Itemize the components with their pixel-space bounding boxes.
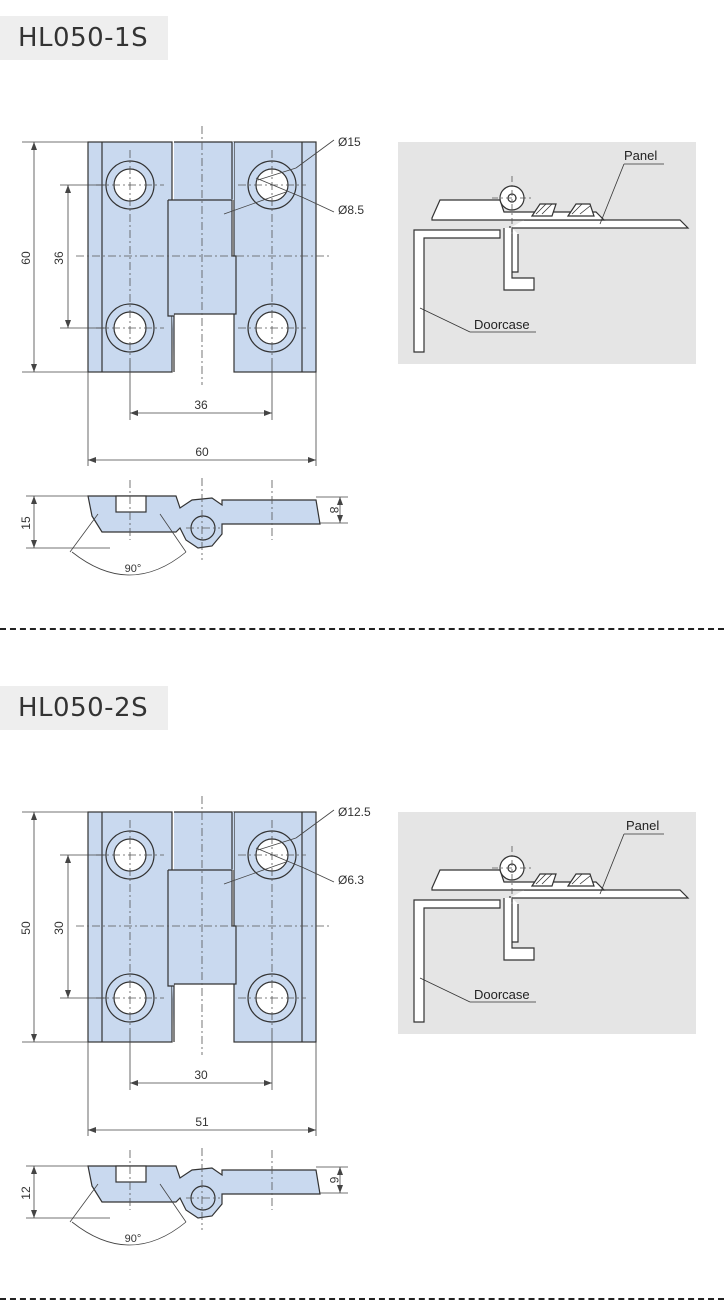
dim-hole-dia: Ø8.5 <box>338 203 364 217</box>
dim-hole-dia: Ø6.3 <box>338 873 364 887</box>
dim-hole-pitch-h: 30 <box>194 1068 208 1082</box>
installation-diagram: Panel Doorcase <box>398 812 696 1034</box>
dim-hole-pitch-h: 36 <box>194 398 208 412</box>
dim-angle: 90° <box>125 1233 142 1245</box>
section-hl050-1s: HL050-1S <box>0 0 724 630</box>
panel-label: Panel <box>626 818 659 833</box>
dim-hole-pitch-v: 36 <box>52 251 66 265</box>
dim-leaf-thickness: 8 <box>327 507 341 514</box>
dim-width: 51 <box>195 1115 209 1129</box>
dim-outer-dia: Ø12.5 <box>338 805 371 819</box>
installation-diagram: Panel Doorcase <box>398 142 696 364</box>
technical-drawing: 50 30 30 51 Ø12.5 Ø6.3 12 6 90° <box>19 796 696 1246</box>
technical-drawing: 60 36 36 60 Ø15 Ø8.5 15 8 90° <box>19 126 696 576</box>
dim-angle: 90° <box>125 563 142 575</box>
section-hl050-2s: HL050-2S <box>0 670 724 1306</box>
panel-label: Panel <box>624 148 657 163</box>
dim-outer-dia: Ø15 <box>338 135 361 149</box>
dim-width: 60 <box>195 445 209 459</box>
model-title: HL050-2S <box>0 686 168 730</box>
dim-hole-pitch-v: 30 <box>52 921 66 935</box>
dim-thickness: 15 <box>19 516 33 530</box>
dim-height: 60 <box>19 251 33 265</box>
doorcase-label: Doorcase <box>474 317 530 332</box>
doorcase-label: Doorcase <box>474 987 530 1002</box>
dim-leaf-thickness: 6 <box>327 1177 341 1184</box>
dim-height: 50 <box>19 921 33 935</box>
model-title: HL050-1S <box>0 16 168 60</box>
hinge-side-view <box>87 495 321 549</box>
section-divider <box>0 628 724 630</box>
hinge-side-view <box>87 1165 321 1219</box>
dim-thickness: 12 <box>19 1186 33 1200</box>
section-divider <box>0 1298 724 1300</box>
